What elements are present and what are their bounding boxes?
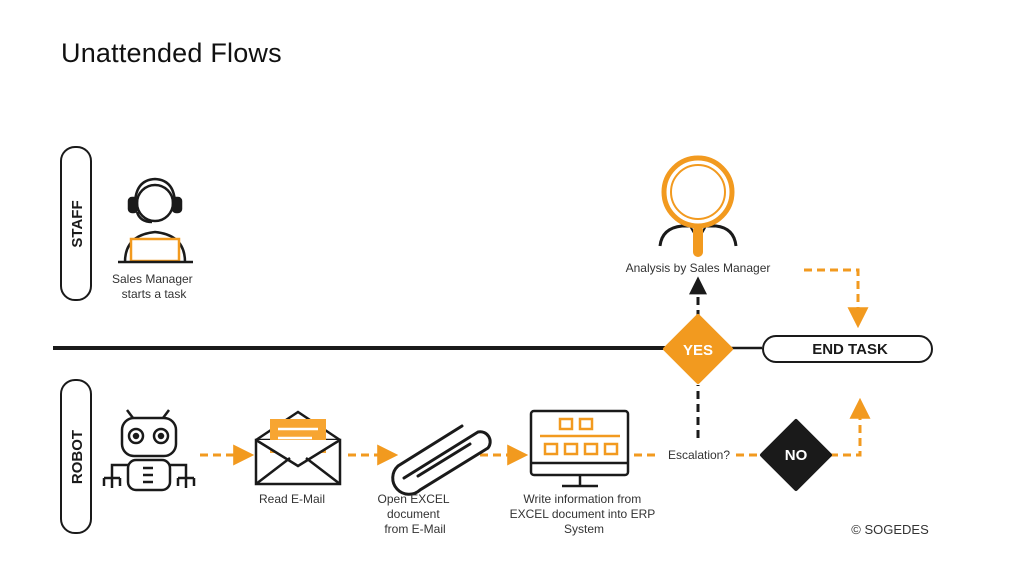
yes-label: YES bbox=[683, 342, 713, 359]
lane-robot: ROBOT bbox=[60, 379, 92, 534]
no-decision: NO bbox=[760, 419, 832, 491]
arrow-no-to-end bbox=[830, 397, 871, 457]
lane-robot-label: ROBOT bbox=[69, 430, 86, 484]
robot-icon bbox=[102, 409, 196, 492]
lane-staff: STAFF bbox=[60, 146, 92, 301]
analysis-label: Analysis by Sales Manager bbox=[626, 261, 771, 275]
envelope-icon bbox=[254, 410, 342, 486]
write-info-label: Write information from EXCEL document in… bbox=[510, 492, 659, 536]
end-task-label: END TASK bbox=[812, 341, 888, 358]
copyright-text: © SOGEDES bbox=[851, 522, 929, 537]
monitor-icon bbox=[529, 409, 630, 488]
headset-user-icon bbox=[118, 177, 193, 264]
yes-decision: YES bbox=[663, 314, 733, 384]
magnifier-user-icon bbox=[658, 155, 738, 257]
lane-staff-label: STAFF bbox=[69, 200, 86, 247]
escalation-label: Escalation? bbox=[668, 448, 730, 462]
sales-manager-label: Sales Manager starts a task bbox=[112, 272, 196, 301]
no-label: NO bbox=[785, 447, 808, 464]
end-task-node: END TASK bbox=[762, 335, 933, 363]
open-excel-label: Open EXCEL document from E-Mail bbox=[378, 492, 453, 536]
read-email-label: Read E-Mail bbox=[259, 492, 325, 506]
page-title: Unattended Flows bbox=[61, 38, 282, 68]
paperclip-icon bbox=[391, 424, 492, 496]
arrow-analysis-to-end bbox=[804, 268, 869, 329]
